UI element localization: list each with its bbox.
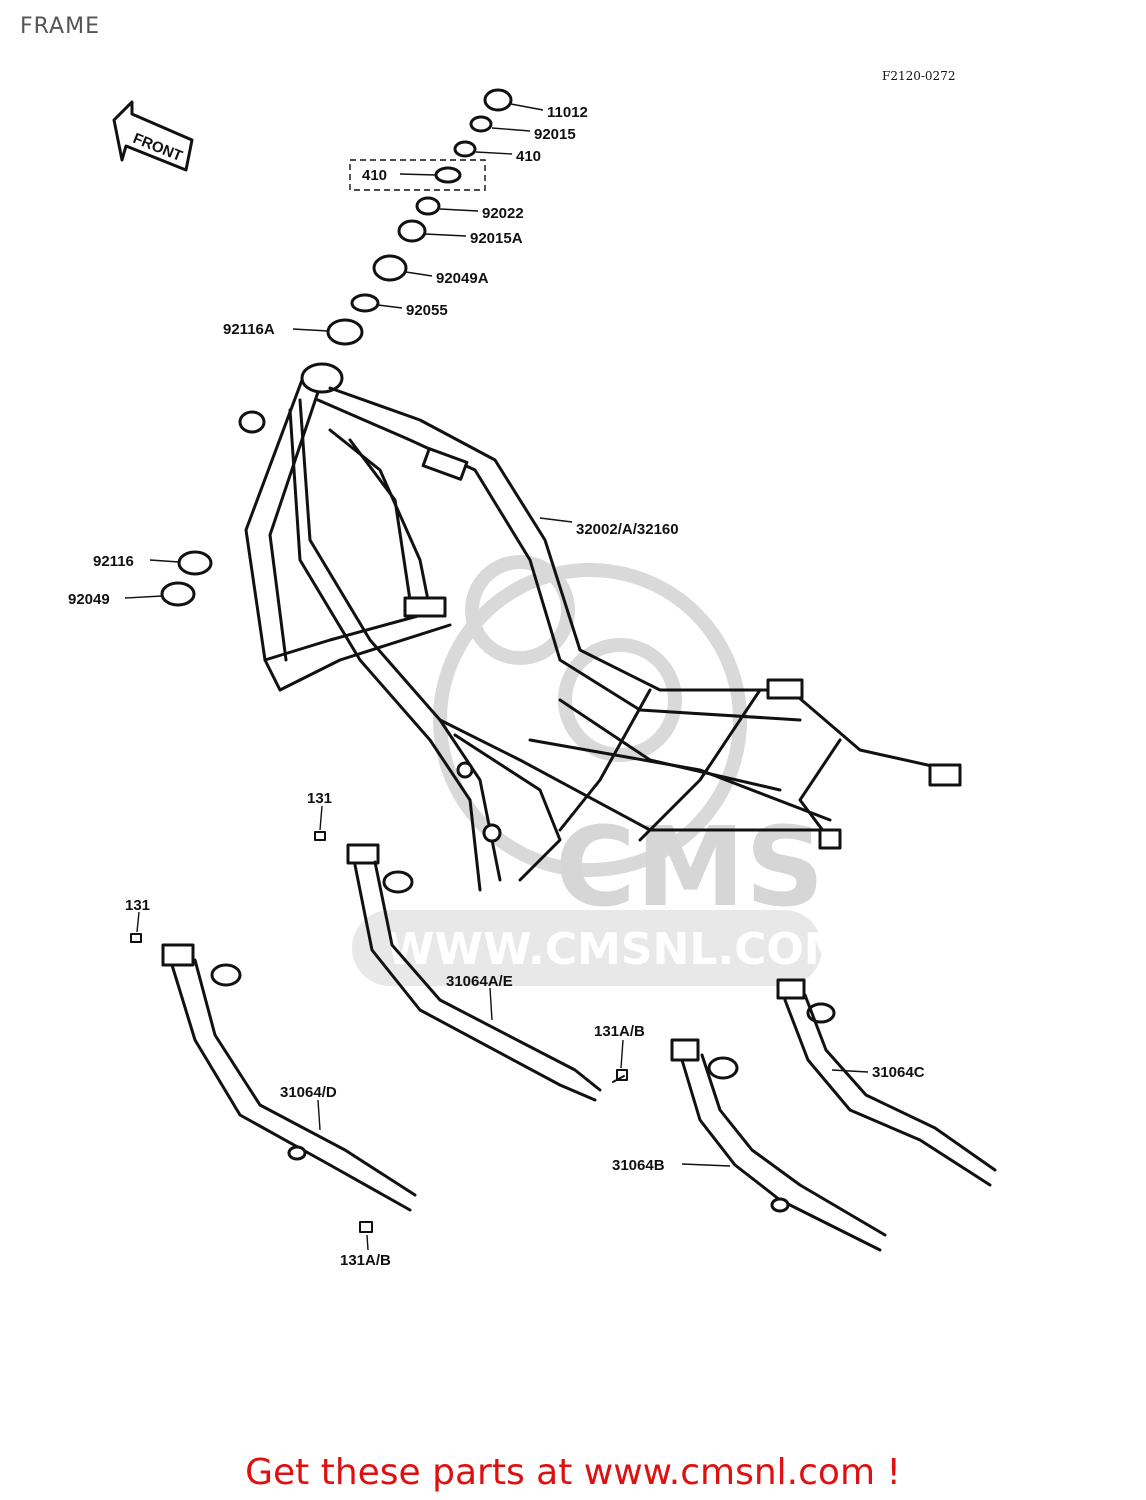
down-tube-31064D [161, 943, 417, 1212]
label-92116A: 92116A [223, 321, 275, 338]
down-tube-31064C [776, 978, 997, 1187]
label-131-upper: 131 [307, 790, 332, 807]
label-31064D: 31064/D [280, 1084, 337, 1101]
bolt-131AB-bottom [359, 1221, 373, 1233]
washer-410-alt [434, 166, 462, 184]
cap-11012 [483, 88, 513, 112]
label-92049: 92049 [68, 591, 110, 608]
label-131AB-bottom: 131A/B [340, 1252, 391, 1269]
label-11012: 11012 [547, 104, 588, 121]
bolt-131-upper [314, 831, 326, 841]
label-92022: 92022 [482, 205, 524, 222]
washer-92022 [415, 196, 441, 216]
alt-part-box [349, 159, 486, 191]
down-tube-31064AE [346, 843, 602, 1102]
watermark-brand: CMS [555, 803, 824, 931]
bolt-131-lower [130, 933, 142, 943]
label-92049A: 92049A [436, 270, 489, 287]
steering-head-parts [160, 88, 513, 607]
watermark-url: WWW.CMSNL.COM [386, 924, 848, 975]
label-92015: 92015 [534, 126, 576, 143]
seal-92049A [372, 254, 408, 282]
label-31064AE: 31064A/E [446, 973, 513, 990]
nut-92015A [397, 219, 427, 243]
down-tube-31064B [670, 1038, 887, 1252]
leader-lines [124, 103, 869, 1251]
label-92116: 92116 [93, 553, 134, 570]
part-labels: 11012 92015 410 410 92022 92015A 92049A … [68, 104, 925, 1269]
bearing-92116A [326, 318, 364, 346]
label-131AB-mid: 131A/B [594, 1023, 645, 1040]
footer-link-text[interactable]: Get these parts at www.cmsnl.com ! [245, 1452, 901, 1493]
frame-parts-diagram: CMS WWW.CMSNL.COM F2120-0272 FRONT [68, 69, 997, 1269]
seal-92049 [160, 581, 196, 607]
diagram-code: F2120-0272 [882, 69, 955, 83]
label-410: 410 [516, 148, 541, 165]
front-arrow-icon: FRONT [112, 100, 194, 172]
label-92055: 92055 [406, 302, 448, 319]
ring-92055 [350, 293, 380, 313]
label-92015A: 92015A [470, 230, 523, 247]
page-title: FRAME [20, 14, 100, 39]
cmsnl-watermark: CMS WWW.CMSNL.COM [352, 555, 848, 986]
label-31064C: 31064C [872, 1064, 925, 1081]
nut-92015 [469, 115, 493, 133]
washer-410 [453, 140, 477, 158]
bolt-131AB-mid [612, 1069, 628, 1083]
bearing-92116 [177, 550, 213, 576]
label-410-alt: 410 [362, 167, 387, 184]
label-131-lower: 131 [125, 897, 150, 914]
label-32002: 32002/A/32160 [576, 521, 679, 538]
label-31064B: 31064B [612, 1157, 665, 1174]
main-frame-32002 [238, 362, 962, 892]
